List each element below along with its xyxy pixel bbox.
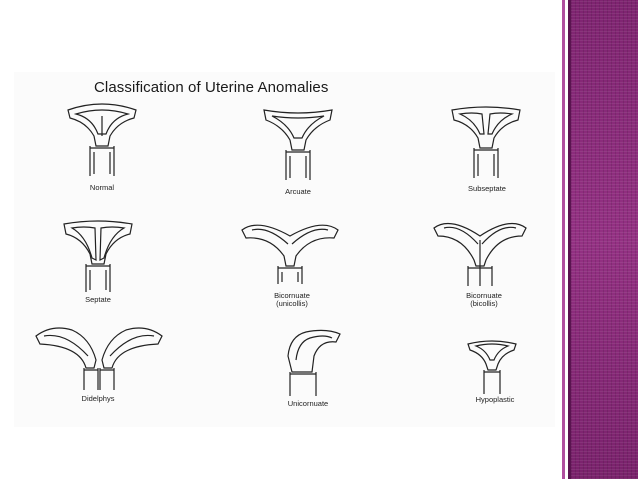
uterus-hypoplastic-drawing bbox=[464, 336, 520, 396]
label-bicornuate-bicollis-main: Bicornuate bbox=[466, 291, 502, 300]
figure-title: Classification of Uterine Anomalies bbox=[94, 79, 329, 96]
label-arcuate: Arcuate bbox=[285, 187, 311, 196]
uterus-didelphys-drawing bbox=[32, 322, 166, 392]
label-septate: Septate bbox=[85, 295, 111, 304]
label-bicornuate-unicollis-sub: (unicollis) bbox=[276, 299, 308, 308]
uterus-bicornuate-bicollis-drawing bbox=[430, 214, 530, 288]
label-bicornuate-bicollis: Bicornuate (bicollis) bbox=[452, 292, 516, 308]
sidebar-edge-line bbox=[562, 0, 565, 479]
label-bicornuate-bicollis-sub: (bicollis) bbox=[470, 299, 498, 308]
label-hypoplastic: Hypoplastic bbox=[475, 395, 515, 404]
uterus-normal-drawing bbox=[62, 96, 142, 178]
label-didelphys: Didelphys bbox=[81, 394, 115, 403]
label-unicornuate: Unicornuate bbox=[287, 399, 329, 408]
label-subseptate: Subseptate bbox=[468, 184, 506, 193]
uterus-arcuate-drawing bbox=[258, 100, 338, 182]
uterus-bicornuate-unicollis-drawing bbox=[238, 216, 342, 286]
uterus-unicornuate-drawing bbox=[276, 326, 346, 400]
uterus-subseptate-drawing bbox=[446, 98, 526, 180]
decorative-sidebar bbox=[562, 0, 638, 479]
label-normal: Normal bbox=[89, 183, 115, 192]
label-bicornuate-unicollis: Bicornuate (unicollis) bbox=[262, 292, 322, 308]
label-bicornuate-unicollis-main: Bicornuate bbox=[274, 291, 310, 300]
uterus-septate-drawing bbox=[58, 214, 138, 294]
